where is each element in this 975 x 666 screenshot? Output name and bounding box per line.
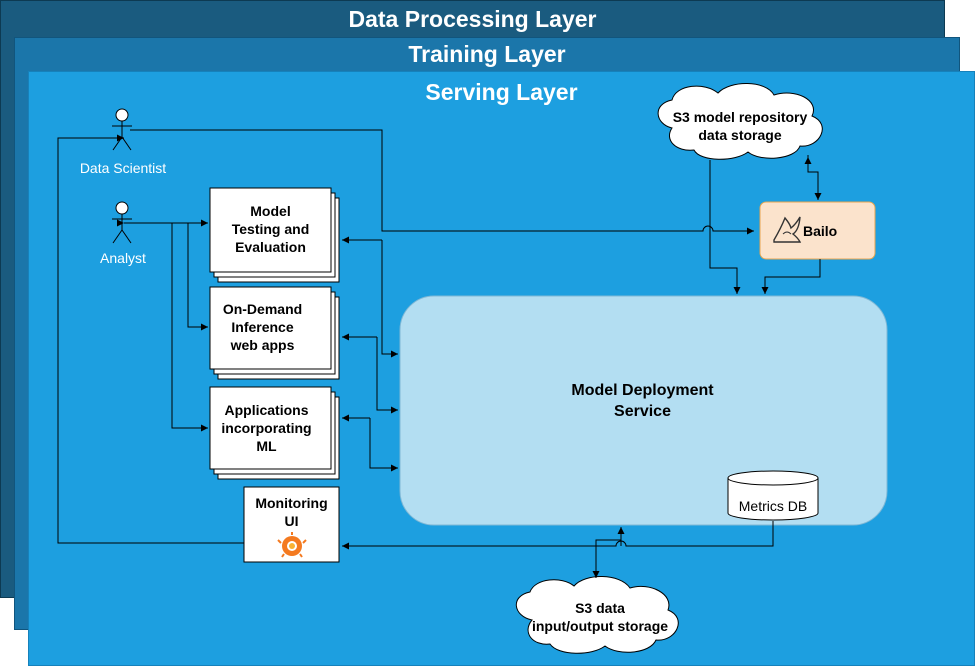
- s3-data-storage-label: S3 data input/output storage: [531, 600, 669, 634]
- model-deployment-service-box: [399, 295, 888, 526]
- analyst-label: Analyst: [100, 250, 146, 266]
- model-deployment-service-label: Model Deployment Service: [571, 382, 714, 420]
- s3-model-repository-label: S3 model repository data storage: [672, 109, 808, 143]
- applications-stack: [209, 386, 340, 480]
- serving-layer-title: Serving Layer: [425, 79, 578, 105]
- analyst-actor-icon: [112, 201, 132, 244]
- on-demand-label: On-Demand Inference web apps: [222, 301, 303, 353]
- metrics-db-label: Metrics DB: [738, 498, 808, 514]
- training-layer-title: Training Layer: [408, 41, 566, 67]
- s3-data-cloud: [515, 576, 679, 654]
- data-scientist-label: Data Scientist: [79, 160, 167, 176]
- grafana-icon: [277, 532, 307, 558]
- model-testing-label: Model Testing and Evaluation: [231, 203, 310, 255]
- data-scientist-actor-icon: [112, 108, 132, 151]
- metrics-db-cylinder: [727, 470, 819, 521]
- applications-label: Applications incorporating ML: [221, 402, 312, 454]
- connectors: [57, 129, 822, 578]
- s3-model-cloud: [657, 83, 823, 160]
- data-processing-layer-title: Data Processing Layer: [348, 6, 597, 32]
- on-demand-stack: [209, 286, 340, 380]
- bailo-label: Bailo: [803, 223, 838, 239]
- monitoring-label: Monitoring UI: [255, 495, 328, 529]
- model-testing-stack: [209, 187, 340, 283]
- monitoring-ui-box: [243, 486, 340, 563]
- bailo-logo-icon: [773, 216, 802, 243]
- bailo-box: [759, 201, 876, 260]
